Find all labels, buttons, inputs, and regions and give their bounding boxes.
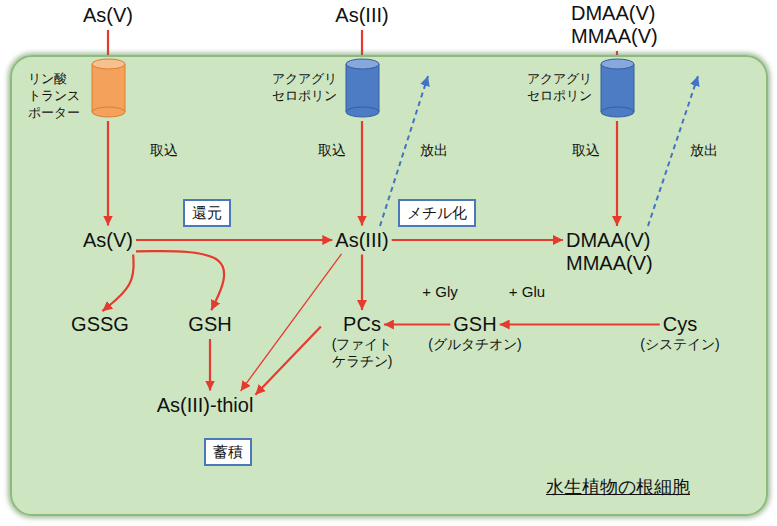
cylinder-body: [92, 64, 125, 112]
node-label: GSH: [453, 313, 496, 336]
reaction-arrow: [361, 121, 363, 226]
cylinder-shape: [91, 58, 126, 118]
compound-label: Cys(システイン): [640, 313, 719, 353]
phosphate-transporter: リン酸 トランス ポーター: [91, 58, 126, 118]
node-label: メチル化: [407, 203, 467, 223]
reaction-arrow: [361, 30, 363, 55]
node-label: PCs: [343, 313, 381, 336]
reaction-arrow: [107, 30, 109, 55]
node-label: 蓄積: [213, 442, 243, 462]
cylinder-top: [601, 59, 634, 69]
transport-label: 放出: [690, 142, 718, 159]
aquaglyceroporin: アクアグリ セロポリン: [345, 58, 380, 118]
node-label: DMAA(V) MMAA(V): [571, 2, 663, 48]
node-label: GSSG: [71, 313, 129, 336]
node-label: As(V): [83, 229, 133, 252]
compound-label: As(III)-thiol: [157, 394, 254, 417]
cylinder-side: [378, 64, 379, 112]
cylinder-body: [601, 64, 634, 112]
arsenic-species: As(III): [335, 229, 388, 252]
compound-label: PCs(ファイト ケラチン): [323, 313, 401, 370]
reaction-arrow: [136, 251, 224, 310]
node-label: As(V): [83, 4, 133, 27]
cylinder-top: [92, 59, 125, 69]
transport-label: 取込: [572, 142, 600, 159]
cylinder-base: [601, 107, 634, 117]
reaction-arrow: [102, 254, 133, 311]
cylinder-top: [346, 59, 379, 69]
reaction-arrow: [209, 339, 211, 391]
root-cell: 水生植物の根細胞リン酸 トランス ポーターアクアグリ セロポリンアクアグリ セロ…: [10, 55, 768, 516]
cylinder-base: [346, 107, 379, 117]
node-label: GSH: [188, 313, 231, 336]
reagent-label: + Gly: [422, 283, 457, 301]
reaction-arrow: [241, 254, 342, 391]
arsenic-species: As(III): [335, 4, 388, 27]
node-label: 還元: [192, 203, 222, 223]
reaction-arrow: [500, 323, 660, 325]
compound-label: GSH: [188, 313, 231, 336]
node-subtitle: (ファイト ケラチン): [323, 336, 401, 370]
cylinder-shape: [600, 58, 635, 118]
node-label: DMAA(V) MMAA(V): [566, 229, 658, 275]
node-label: リン酸 トランス ポーター: [28, 70, 86, 121]
arsenic-species: DMAA(V) MMAA(V): [566, 229, 658, 275]
compound-label: GSSG: [71, 313, 129, 336]
reaction-arrow: [107, 121, 109, 226]
node-label: As(III)-thiol: [157, 394, 254, 417]
reaction-arrow: [361, 255, 363, 311]
node-subtitle: (グルタチオン): [428, 336, 521, 353]
node-label: アクアグリ セロポリン: [527, 70, 595, 104]
node-label: As(III): [335, 4, 388, 27]
node-subtitle: (システイン): [640, 336, 719, 353]
process-box: メチル化: [398, 199, 476, 227]
cylinder-base: [92, 107, 125, 117]
cylinder-shape: [345, 58, 380, 118]
node-label: As(III): [335, 229, 388, 252]
arsenic-species: As(V): [83, 229, 133, 252]
cylinder-side: [600, 64, 601, 112]
compound-label: GSH(グルタチオン): [428, 313, 521, 353]
cylinder-body: [346, 64, 379, 112]
transport-label: 放出: [420, 142, 448, 159]
cell-fill: [10, 55, 768, 516]
arsenic-species: As(V): [83, 4, 133, 27]
process-box: 蓄積: [204, 438, 252, 466]
transport-label: 取込: [150, 142, 178, 159]
node-label: Cys: [663, 313, 697, 336]
reaction-arrow: [136, 239, 332, 241]
process-box: 還元: [183, 199, 231, 227]
node-label: 水生植物の根細胞: [546, 476, 690, 498]
cylinder-side: [633, 64, 634, 112]
reaction-arrow: [392, 239, 563, 241]
node-label: アクアグリ セロポリン: [272, 70, 340, 104]
reaction-arrow: [384, 323, 450, 325]
arsenic-species: DMAA(V) MMAA(V): [571, 2, 663, 48]
aquaglyceroporin: アクアグリ セロポリン: [600, 58, 635, 118]
reagent-label: + Glu: [509, 283, 545, 301]
reaction-arrow: [255, 327, 321, 395]
reaction-arrow: [616, 121, 618, 226]
cylinder-side: [91, 64, 92, 112]
cylinder-side: [124, 64, 125, 112]
transport-label: 取込: [318, 142, 346, 159]
cylinder-side: [345, 64, 346, 112]
